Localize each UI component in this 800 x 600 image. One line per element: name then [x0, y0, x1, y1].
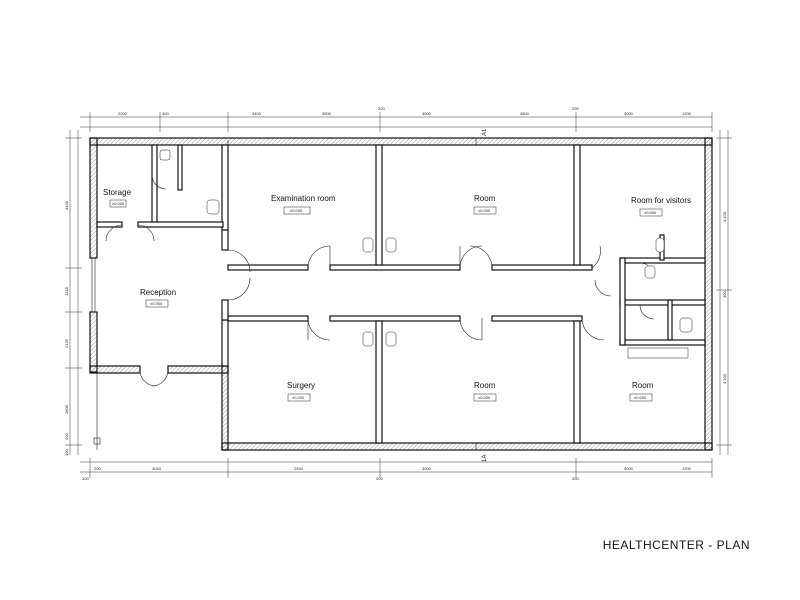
exterior-walls — [89, 137, 713, 451]
dim-top-8: 3000 — [624, 111, 634, 116]
room-labels: Storage ±0.000 Examination room ±0.000 R… — [103, 188, 691, 400]
section-mark-bottom: 1A — [482, 455, 488, 462]
plan-title: HEALTHCENTER - PLAN — [602, 538, 750, 552]
section-marks: A1 1A — [482, 128, 488, 462]
entrance-step — [93, 373, 101, 450]
level-boxes — [109, 199, 663, 402]
room-surgery-level: ±0.000 — [292, 395, 305, 400]
dim-bottom-1: 200 — [94, 466, 101, 471]
room-surgery-name: Surgery — [287, 381, 315, 390]
room-visitors-name: Room for visitors — [631, 196, 691, 205]
dim-bottom-7: 3000 — [624, 466, 634, 471]
dim-bottom-6: 200 — [572, 476, 579, 481]
room-bottom-right-level: ±0.000 — [634, 395, 647, 400]
room-examination-name: Examination room — [271, 194, 336, 203]
dim-left-1: 1518 — [64, 286, 69, 296]
dim-top-3: 3800 — [322, 111, 332, 116]
dim-top-6: 3800 — [520, 111, 530, 116]
right-dimension-texts: 4.100 400 4.100 — [722, 211, 727, 384]
room-examination-level: ±0.000 — [290, 208, 303, 213]
room-top-middle-name: Room — [474, 194, 496, 203]
room-visitors-level: ±0.000 — [644, 210, 657, 215]
room-reception-name: Reception — [140, 288, 176, 297]
bottom-dimension-texts: 100 200 3054 2944 200 3000 200 3000 1200 — [82, 466, 692, 481]
dim-top-4: 200 — [378, 106, 385, 111]
dim-bottom-5: 3000 — [422, 466, 432, 471]
dim-bottom-8: 1200 — [682, 466, 692, 471]
room-reception-level: ±0.000 — [150, 301, 163, 306]
dimension-lines — [65, 112, 732, 478]
dim-right-0: 4.100 — [722, 211, 727, 222]
room-bottom-middle-name: Room — [474, 381, 496, 390]
dim-top-5: 3000 — [422, 111, 432, 116]
room-bottom-middle-level: ±0.000 — [478, 395, 491, 400]
interior-walls — [96, 144, 706, 444]
dim-bottom-4: 200 — [376, 476, 383, 481]
top-dimension-texts: 2200 400 3400 3800 200 3000 3800 200 300… — [118, 106, 692, 116]
left-dimension-texts: 4425 1518 2125 2800 200 100 — [64, 200, 69, 456]
room-top-middle-level: ±0.000 — [478, 208, 491, 213]
dim-bottom-0: 100 — [82, 476, 89, 481]
dim-bottom-2: 3054 — [152, 466, 162, 471]
fixtures — [159, 149, 693, 359]
dim-left-3: 2800 — [64, 404, 69, 414]
dim-left-4: 200 — [64, 433, 69, 440]
room-storage-level: ±0.000 — [112, 201, 125, 206]
dim-top-2: 3400 — [252, 111, 262, 116]
dim-left-2: 2125 — [64, 338, 69, 348]
dim-left-0: 4425 — [64, 200, 69, 210]
dim-top-0: 2200 — [118, 111, 128, 116]
dim-right-2: 4.100 — [722, 373, 727, 384]
dim-top-7: 200 — [572, 106, 579, 111]
dim-left-5: 100 — [64, 449, 69, 456]
room-storage-name: Storage — [103, 188, 132, 197]
dim-right-1: 400 — [722, 291, 727, 298]
dim-top-1: 400 — [162, 111, 169, 116]
windows — [90, 138, 477, 450]
dim-bottom-3: 2944 — [294, 466, 304, 471]
room-bottom-right-name: Room — [632, 381, 654, 390]
dim-top-9: 1200 — [682, 111, 692, 116]
section-mark-top: A1 — [482, 128, 488, 136]
doors — [105, 174, 655, 387]
